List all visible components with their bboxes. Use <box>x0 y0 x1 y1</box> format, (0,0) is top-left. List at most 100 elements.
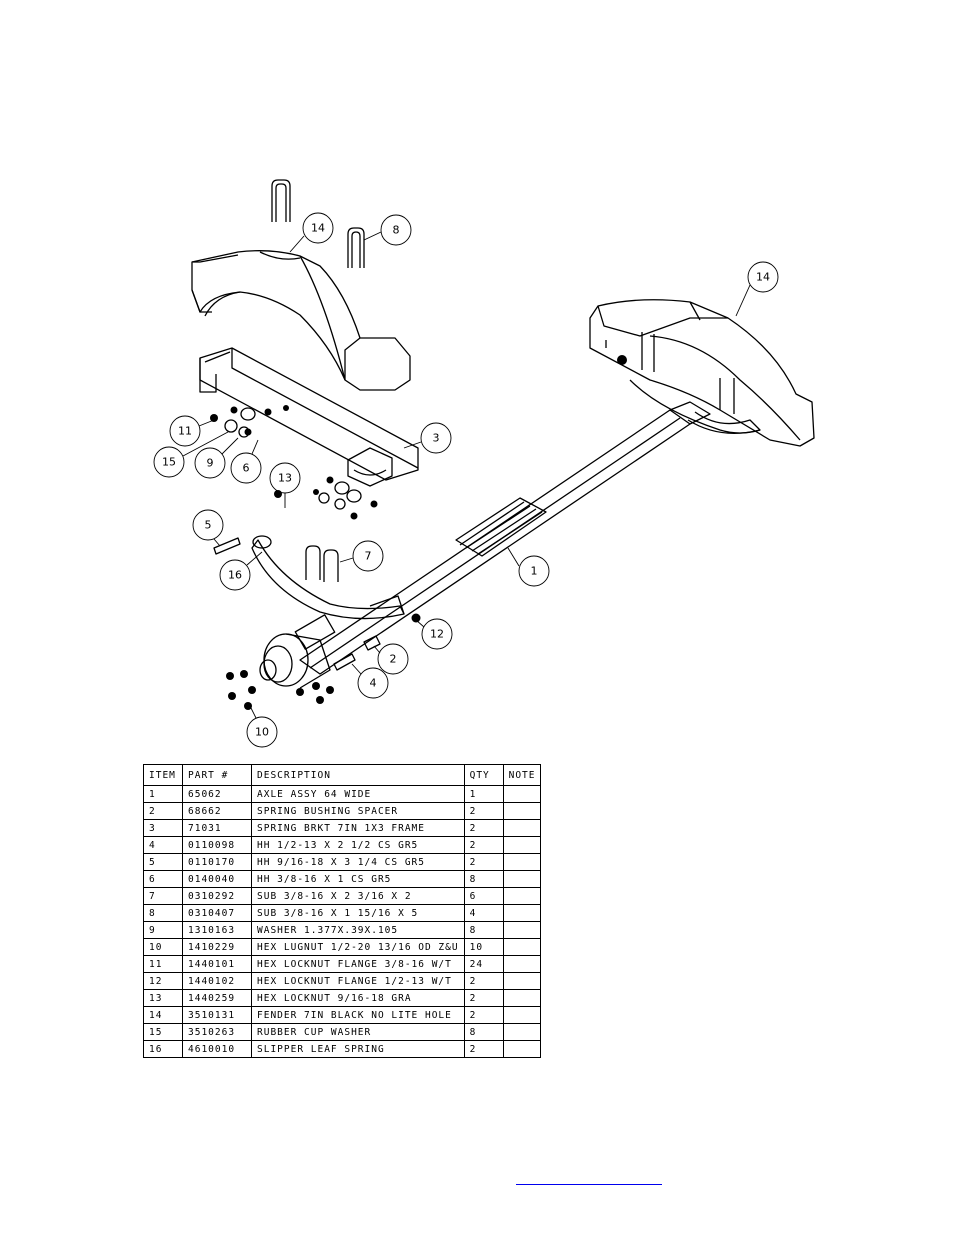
cell-desc: SPRING BRKT 7IN 1X3 FRAME <box>251 819 465 837</box>
cell-qty: 2 <box>463 853 504 871</box>
cell-qty: 4 <box>463 904 504 922</box>
table-header-row: ITEM PART # DESCRIPTION QTY NOTE <box>143 764 542 786</box>
cell-item: 8 <box>143 904 183 922</box>
cell-desc: HH 9/16-18 X 3 1/4 CS GR5 <box>251 853 465 871</box>
cell-item: 6 <box>143 870 183 888</box>
cell-note <box>502 785 542 803</box>
cell-note <box>502 836 542 854</box>
balloon-labels: 14 8 14 3 11 15 9 6 13 5 16 7 1 12 2 4 1… <box>162 222 770 739</box>
cell-desc: WASHER 1.377X.39X.105 <box>251 921 465 939</box>
header-description: DESCRIPTION <box>251 764 465 786</box>
cell-part: 0310407 <box>182 904 252 922</box>
fender-right <box>589 299 815 447</box>
bolt-5 <box>213 537 241 555</box>
cell-desc: SUB 3/8-16 X 2 3/16 X 2 <box>251 887 465 905</box>
cell-part: 71031 <box>182 819 252 837</box>
cell-desc: HEX LOCKNUT FLANGE 1/2-13 W/T <box>251 972 465 990</box>
balloon-label: 2 <box>390 653 397 666</box>
spacer-2 <box>363 635 381 651</box>
cell-desc: SUB 3/8-16 X 1 15/16 X 5 <box>251 904 465 922</box>
balloon-label: 16 <box>228 569 242 582</box>
balloon-label: 12 <box>430 628 444 641</box>
cell-part: 0310292 <box>182 887 252 905</box>
cell-note <box>502 1023 542 1041</box>
cell-desc: AXLE ASSY 64 WIDE <box>251 785 465 803</box>
cell-note <box>502 904 542 922</box>
cell-note <box>502 887 542 905</box>
cell-qty: 8 <box>463 1023 504 1041</box>
cell-qty: 24 <box>463 955 504 973</box>
header-item: ITEM <box>143 764 183 786</box>
cell-note <box>502 989 542 1007</box>
spring-bracket-left <box>199 347 419 487</box>
cell-qty: 8 <box>463 921 504 939</box>
balloon-label: 9 <box>207 457 214 470</box>
balloon-label: 1 <box>531 565 538 578</box>
balloon-label: 6 <box>243 462 250 475</box>
cell-item: 10 <box>143 938 183 956</box>
axle-beam <box>299 401 711 675</box>
cell-qty: 8 <box>463 870 504 888</box>
cell-part: 65062 <box>182 785 252 803</box>
cell-qty: 2 <box>463 819 504 837</box>
cell-desc: SPRING BUSHING SPACER <box>251 802 465 820</box>
cell-item: 13 <box>143 989 183 1007</box>
header-qty: QTY <box>463 764 504 786</box>
leaf-spring <box>251 535 405 620</box>
hardware-washers <box>224 407 362 510</box>
cell-note <box>502 819 542 837</box>
cell-item: 11 <box>143 955 183 973</box>
cell-part: 3510131 <box>182 1006 252 1024</box>
cell-part: 4610010 <box>182 1040 252 1058</box>
cell-desc: HEX LOCKNUT 9/16-18 GRA <box>251 989 465 1007</box>
balloon-label: 10 <box>255 726 269 739</box>
hardware-nuts <box>210 355 627 710</box>
cell-part: 3510263 <box>182 1023 252 1041</box>
cell-part: 1310163 <box>182 921 252 939</box>
cell-qty: 2 <box>463 989 504 1007</box>
cell-qty: 1 <box>463 785 504 803</box>
cell-part: 1440102 <box>182 972 252 990</box>
cell-qty: 10 <box>463 938 504 956</box>
fender-left <box>191 250 411 391</box>
cell-note <box>502 1040 542 1058</box>
balloon-label: 11 <box>178 425 192 438</box>
cell-item: 7 <box>143 887 183 905</box>
cell-desc: HEX LUGNUT 1/2-20 13/16 OD Z&U <box>251 938 465 956</box>
cell-item: 5 <box>143 853 183 871</box>
cell-part: 1440101 <box>182 955 252 973</box>
cell-item: 4 <box>143 836 183 854</box>
balloon-label: 15 <box>162 456 176 469</box>
cell-qty: 2 <box>463 802 504 820</box>
cell-part: 0140040 <box>182 870 252 888</box>
bolt-4 <box>333 653 356 671</box>
cell-desc: FENDER 7IN BLACK NO LITE HOLE <box>251 1006 465 1024</box>
u-bolt-7 <box>305 545 339 582</box>
header-part: PART # <box>182 764 252 786</box>
hub <box>259 614 336 689</box>
cell-item: 15 <box>143 1023 183 1041</box>
cell-note <box>502 802 542 820</box>
cell-part: 1440259 <box>182 989 252 1007</box>
u-bolt-8 <box>271 179 365 268</box>
footer-link[interactable] <box>516 1172 662 1185</box>
cell-item: 9 <box>143 921 183 939</box>
cell-qty: 2 <box>463 1006 504 1024</box>
cell-desc: RUBBER CUP WASHER <box>251 1023 465 1041</box>
cell-item: 2 <box>143 802 183 820</box>
balloon-label: 8 <box>393 224 400 237</box>
cell-desc: SLIPPER LEAF SPRING <box>251 1040 465 1058</box>
cell-item: 16 <box>143 1040 183 1058</box>
